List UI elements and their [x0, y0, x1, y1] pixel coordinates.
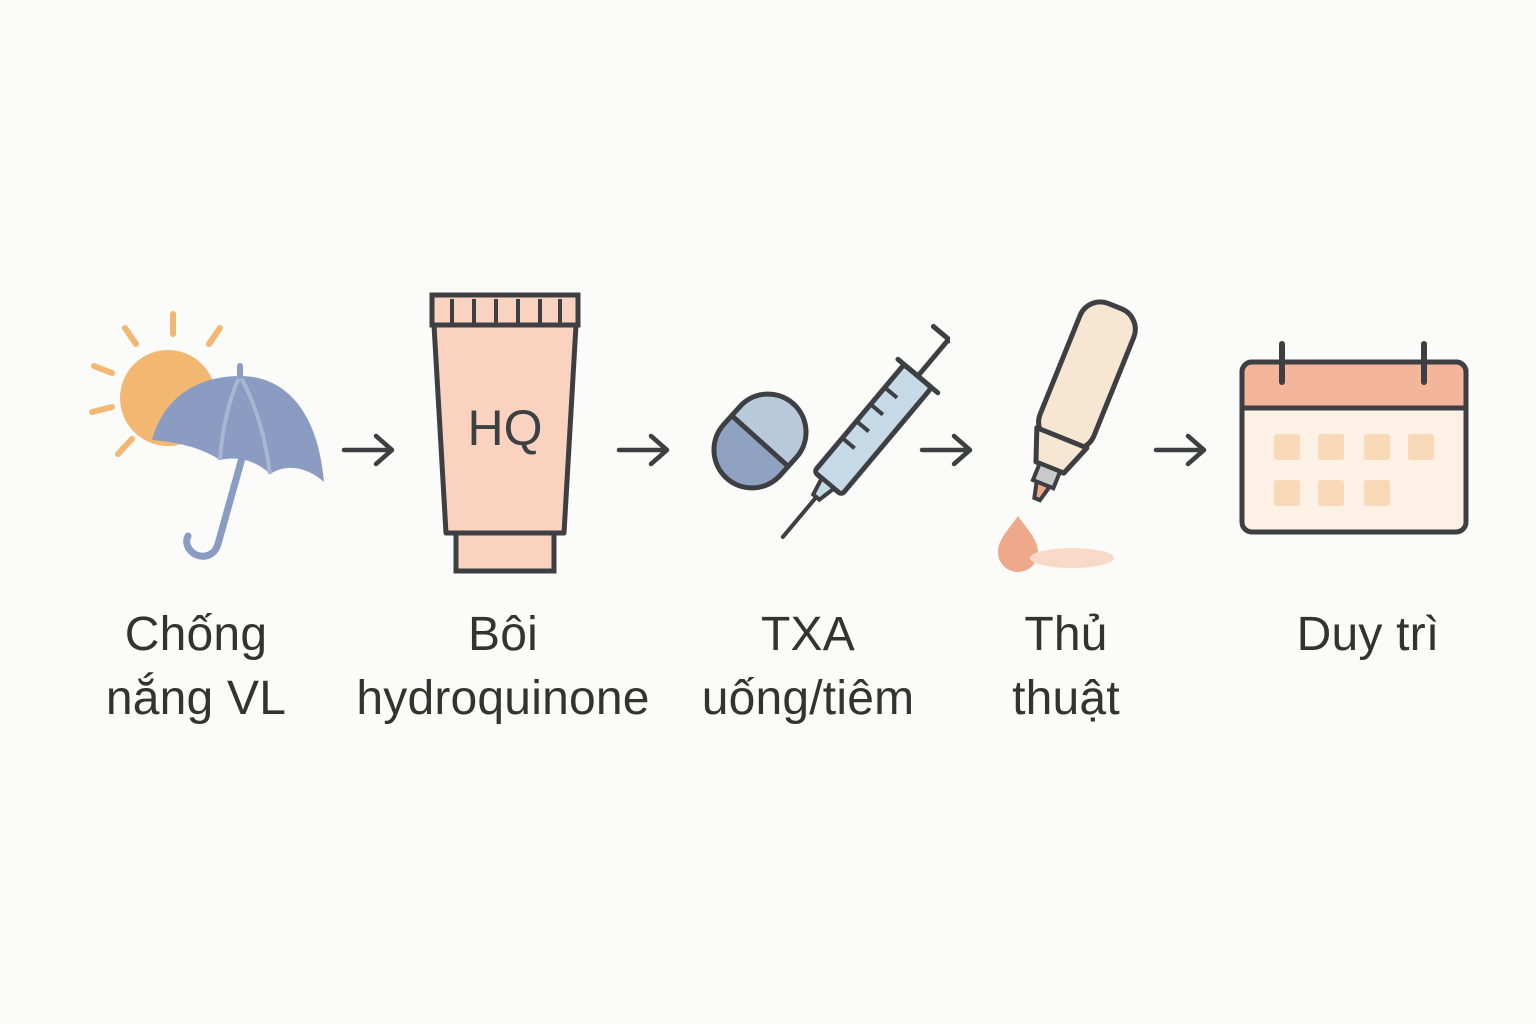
step-label-4: Thủ thuật — [1012, 608, 1120, 725]
applicator-drop-icon — [998, 299, 1138, 572]
arrow-right-icon — [919, 433, 973, 467]
cream-tube-icon: HQ — [429, 292, 581, 574]
arrow-right-icon — [341, 433, 395, 467]
calendar-icon — [1239, 341, 1469, 535]
syringe-icon — [780, 323, 950, 539]
arrow-right-icon — [1153, 433, 1207, 467]
step-label-3: TXA uống/tiêm — [701, 608, 915, 725]
umbrella-icon — [152, 376, 324, 482]
step-label-5: Duy trì — [1296, 608, 1440, 661]
pill-syringe-icon — [711, 323, 950, 539]
pill-icon — [711, 391, 809, 491]
step-label-2: Bôi hydroquinone — [356, 608, 650, 725]
sun-umbrella-icon — [89, 311, 324, 560]
step-label-1: Chống nắng VL — [105, 608, 287, 725]
tube-label: HQ — [468, 400, 543, 456]
drop-icon — [998, 516, 1038, 572]
arrow-right-icon — [616, 433, 670, 467]
